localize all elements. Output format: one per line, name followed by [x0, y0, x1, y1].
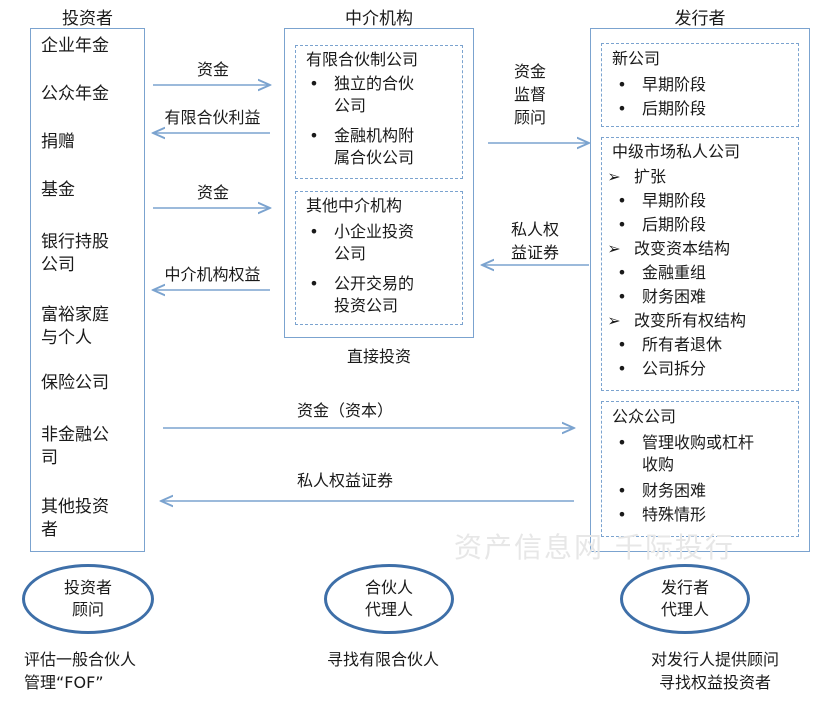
investor-item: 保险公司 [41, 373, 109, 393]
investor-item: 富裕家庭 与个人 [41, 305, 109, 348]
flow-label-funds-1: 资金 [196, 60, 229, 79]
other-intermediaries-group: 其他中介机构 •小企业投资 公司 •公开交易的 投资公司 [295, 191, 463, 325]
issuer-agent-ellipse: 发行者 代理人 [620, 564, 750, 634]
intermediaries-header: 中介机构 [345, 9, 413, 29]
limited-partnership-group: 有限合伙制公司 •独立的合伙 公司 •金融机构附 属合伙公司 [295, 45, 463, 179]
flow-label-pe-securities-bottom: 私人权益证券 [296, 471, 393, 490]
investor-advisor-description: 评估一般合伙人 管理“FOF” [24, 650, 137, 692]
investor-advisor-ellipse: 投资者 顾问 [22, 564, 154, 634]
investor-item: 捐赠 [41, 132, 75, 152]
investor-item: 公众年金 [41, 84, 109, 104]
investor-item: 企业年金 [41, 36, 109, 56]
issuer-agent-label: 发行者 代理人 [660, 578, 709, 619]
public-company-title: 公众公司 [612, 407, 677, 426]
investor-item: 其他投资 者 [41, 497, 109, 540]
issuers-header: 发行者 [674, 9, 726, 29]
investors-box: 企业年金 公众年金 捐赠 基金 银行持股 公司 富裕家庭 与个人 保险公司 非金… [30, 28, 145, 552]
partner-agent-label: 合伙人 代理人 [364, 578, 413, 619]
mid-market-group: 中级市场私人公司 ➢扩张 •早期阶段 •后期阶段 ➢改变资本结构 •金融重组 •… [601, 137, 799, 391]
partner-agent-ellipse: 合伙人 代理人 [324, 564, 454, 634]
intermediaries-box: 有限合伙制公司 •独立的合伙 公司 •金融机构附 属合伙公司 其他中介机构 •小… [284, 28, 474, 338]
mid-market-title: 中级市场私人公司 [612, 142, 741, 161]
flow-label-funds-capital: 资金（资本） [296, 401, 393, 420]
partner-agent-description: 寻找有限合伙人 [327, 650, 440, 669]
limited-partnership-title: 有限合伙制公司 [306, 50, 419, 69]
flow-label-funds-oversight: 资金 监督 顾问 [513, 62, 546, 127]
flow-label-intermediary-interest: 中介机构权益 [164, 265, 261, 284]
investor-item: 银行持股 公司 [41, 232, 109, 275]
watermark: 资产信息网 千际投行 [454, 531, 735, 564]
investor-advisor-label: 投资者 顾问 [63, 578, 112, 619]
new-company-title: 新公司 [612, 49, 661, 68]
new-company-group: 新公司 •早期阶段 •后期阶段 [601, 43, 799, 127]
flow-label-funds-2: 资金 [196, 183, 229, 202]
investor-item: 非金融公 司 [41, 425, 109, 468]
issuer-agent-description: 对发行人提供顾问 寻找权益投资者 [650, 650, 779, 692]
direct-investment-label: 直接投资 [346, 347, 411, 366]
investors-header: 投资者 [62, 9, 113, 29]
flow-label-pe-securities: 私人权 益证券 [510, 220, 559, 262]
investor-item: 基金 [41, 180, 75, 200]
other-intermediaries-title: 其他中介机构 [306, 196, 403, 215]
issuers-box: 新公司 •早期阶段 •后期阶段 中级市场私人公司 ➢扩张 •早期阶段 •后期阶段… [590, 28, 810, 552]
public-company-group: 公众公司 •管理收购或杠杆 收购 •财务困难 •特殊情形 [601, 401, 799, 537]
flow-label-lp-interest: 有限合伙利益 [164, 108, 261, 127]
